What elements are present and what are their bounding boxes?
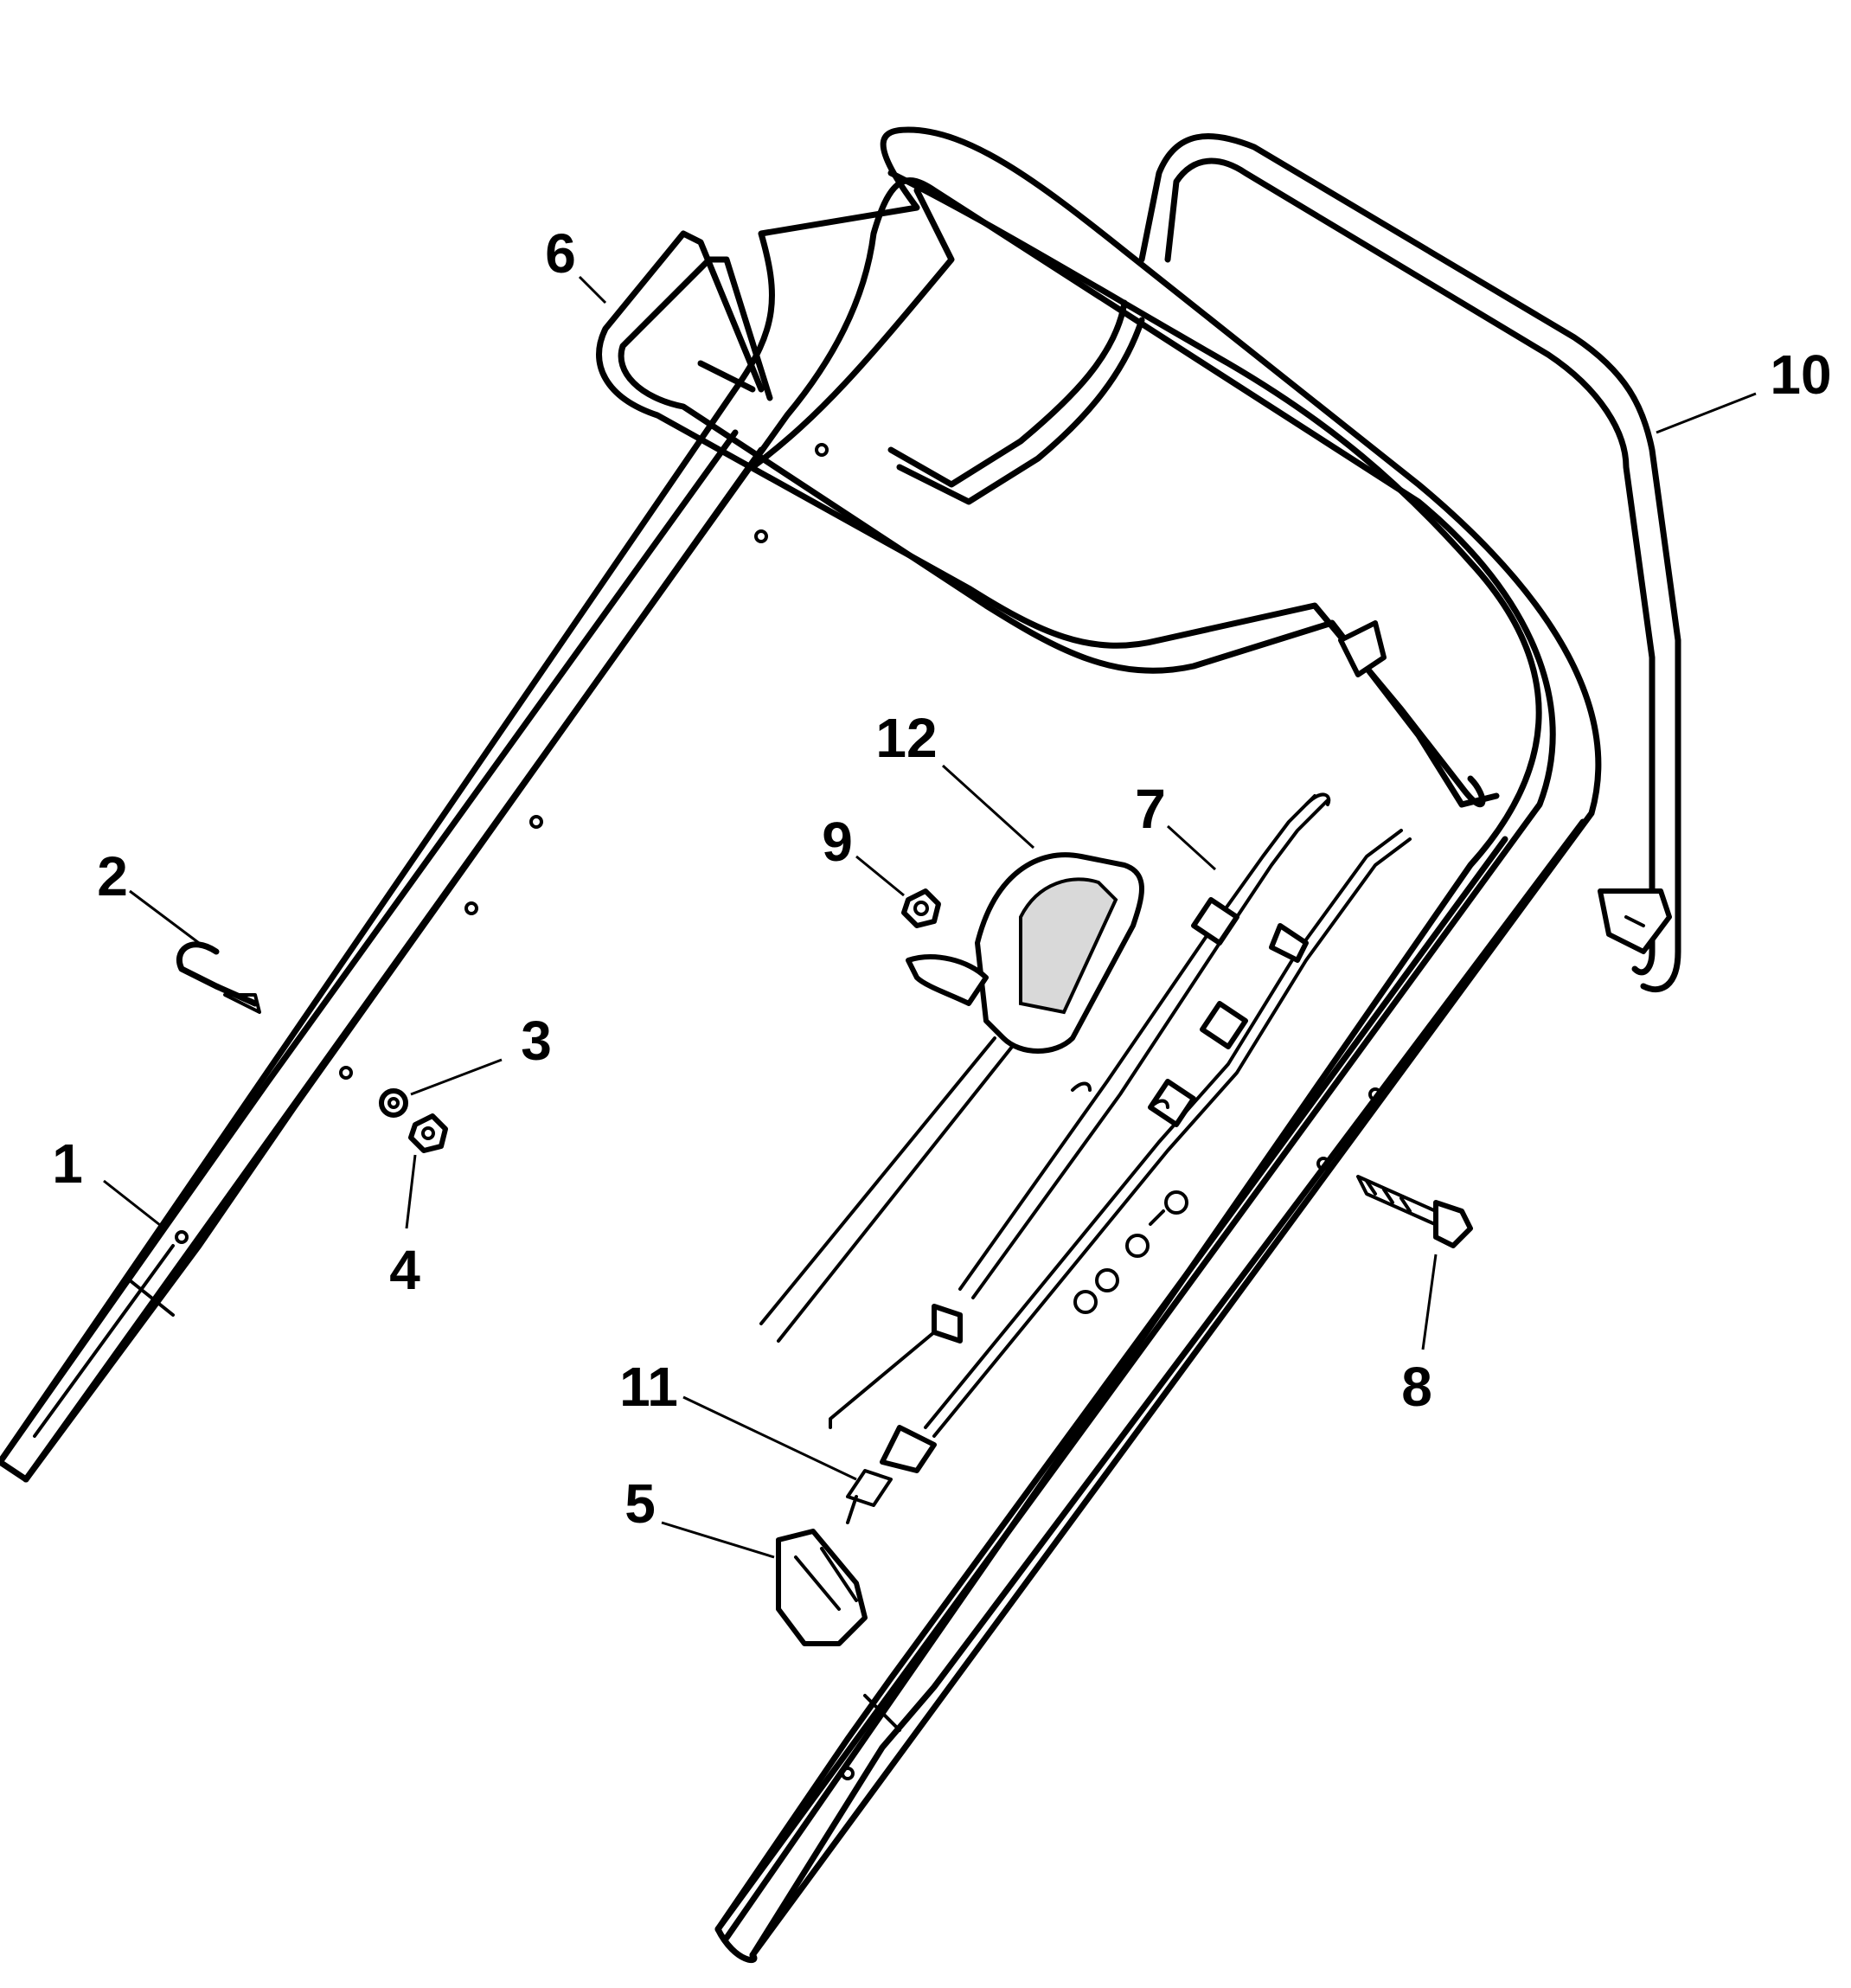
part-2-hook-bolt (176, 941, 261, 1014)
part-1-main-handle (0, 126, 1602, 1963)
callout-2: 2 (97, 845, 128, 907)
leader-11 (682, 1395, 857, 1481)
leader-10 (1656, 392, 1757, 434)
leader-6 (578, 275, 607, 305)
callout-8: 8 (1401, 1356, 1432, 1418)
callout-4: 4 (389, 1239, 420, 1301)
leader-lines (103, 275, 1757, 1559)
callout-1: 1 (52, 1132, 83, 1195)
part-3-washer (379, 1088, 408, 1118)
callout-3: 3 (521, 1010, 552, 1072)
leader-7 (1166, 824, 1217, 871)
part-4-nut (408, 1113, 448, 1153)
part-5-cable-clip (776, 1529, 868, 1646)
star-washers (1073, 1190, 1188, 1314)
callout-10: 10 (1770, 343, 1831, 406)
callout-9: 9 (822, 811, 853, 873)
callout-11: 11 (619, 1356, 678, 1418)
leader-1 (103, 1179, 165, 1230)
part-9-nut (901, 888, 941, 928)
part-12-throttle-control (759, 852, 1144, 1343)
leader-8 (1421, 1254, 1438, 1350)
part-8-bolt (1356, 1175, 1473, 1248)
part-7-cable (829, 792, 1331, 1429)
leader-4 (405, 1154, 417, 1229)
leader-3 (410, 1058, 503, 1096)
leader-12 (941, 764, 1035, 850)
callout-labels: 1 2 3 4 5 6 7 8 9 10 11 12 (52, 222, 1831, 1535)
leader-9 (855, 855, 905, 897)
callout-12: 12 (875, 707, 937, 769)
part-6-bail-bar (596, 230, 1500, 808)
leader-5 (661, 1521, 775, 1559)
leader-2 (129, 889, 200, 945)
part-11-cable-spring (846, 829, 1412, 1524)
callout-7: 7 (1135, 778, 1166, 840)
callout-5: 5 (624, 1472, 656, 1535)
part-10-presence-bar (1138, 133, 1681, 993)
callout-6: 6 (545, 222, 576, 285)
